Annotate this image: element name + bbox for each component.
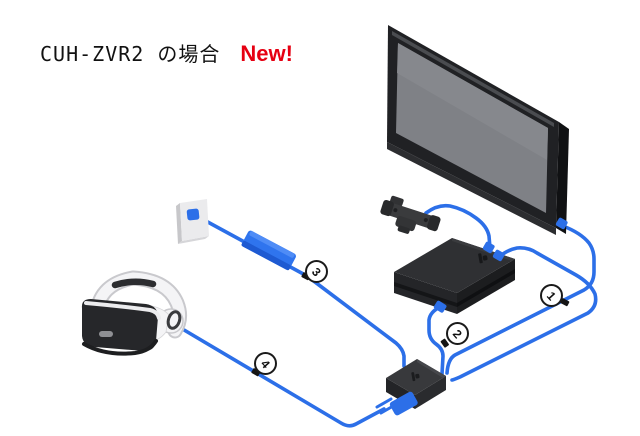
ac-adapter-icon bbox=[241, 230, 296, 271]
camera-cable bbox=[424, 203, 492, 250]
ps-camera-icon bbox=[380, 195, 441, 234]
power-cable bbox=[191, 212, 406, 368]
cables bbox=[172, 203, 598, 428]
callout-2-label: 2 bbox=[450, 326, 465, 341]
callout-4-label: 4 bbox=[258, 356, 273, 371]
tv-hdmi-plug bbox=[555, 217, 568, 230]
callout-1-label: 1 bbox=[544, 288, 559, 303]
wall-outlet-icon bbox=[176, 199, 209, 244]
vr-headset-icon bbox=[81, 270, 188, 356]
callout-2: 2 bbox=[446, 322, 469, 345]
usb-plug bbox=[433, 300, 447, 313]
camera-plug bbox=[482, 241, 495, 254]
callout-1: 1 bbox=[540, 284, 563, 307]
page-title: CUH-ZVR2 の場合 bbox=[40, 42, 221, 66]
usb-cable bbox=[427, 305, 445, 376]
tv-icon bbox=[387, 25, 569, 235]
hdmi-cable-tv bbox=[445, 224, 596, 375]
ps-logo-icon bbox=[411, 372, 420, 382]
diagram-header: CUH-ZVR2 の場合 New! bbox=[40, 38, 293, 67]
cable-plugs bbox=[433, 217, 568, 313]
new-badge: New! bbox=[240, 41, 293, 66]
callout-3-label: 3 bbox=[309, 264, 324, 279]
ps4-hdmi-plug bbox=[492, 249, 505, 262]
callout-4: 4 bbox=[254, 352, 277, 375]
callout-3: 3 bbox=[305, 260, 328, 283]
ps-logo-icon bbox=[478, 253, 488, 264]
ps4-console-icon bbox=[394, 238, 515, 314]
headset-plug bbox=[375, 391, 418, 416]
headset-cable bbox=[172, 322, 386, 428]
hdmi-cable-ps4 bbox=[450, 246, 598, 382]
